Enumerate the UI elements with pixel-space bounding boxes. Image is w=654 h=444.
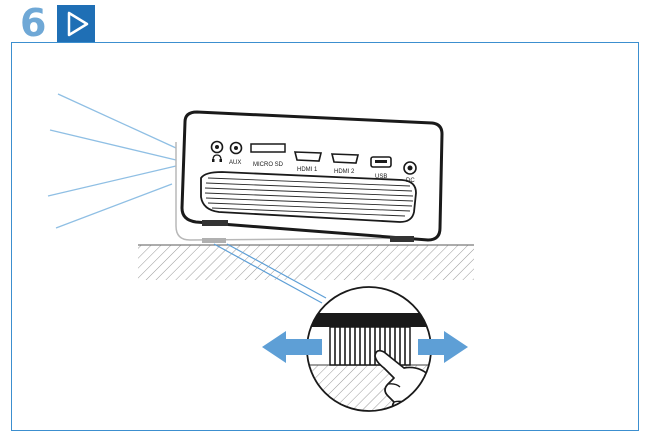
headphone-icon	[212, 154, 222, 161]
step-number: 6	[20, 1, 47, 45]
hand-icon	[374, 349, 431, 411]
micro-sd-label: MICRO SD	[253, 162, 284, 168]
dc-label: DC	[406, 178, 415, 184]
aux-label: AUX	[229, 160, 241, 166]
left-arrow-icon	[262, 331, 322, 363]
projector-body	[180, 110, 444, 243]
play-button[interactable]	[57, 5, 95, 43]
play-triangle-icon	[67, 11, 89, 37]
zoom-callout-lines	[213, 243, 327, 304]
usb-label: USB	[375, 174, 387, 180]
right-arrow-icon	[418, 331, 468, 363]
hdmi1-port	[293, 151, 323, 162]
hdmi1-label: HDMI 1	[297, 167, 318, 173]
hdmi2-port	[330, 153, 360, 164]
port-panel: AUX MICRO SD HDMI 1 HDMI 2 USB DC	[210, 140, 417, 184]
light-beams	[47, 93, 177, 229]
illustration-frame	[11, 42, 639, 431]
hdmi2-label: HDMI 2	[334, 169, 355, 175]
rotate-direction-arrows	[262, 331, 468, 363]
micro-sd-slot	[250, 143, 286, 153]
table-surface	[138, 244, 474, 280]
